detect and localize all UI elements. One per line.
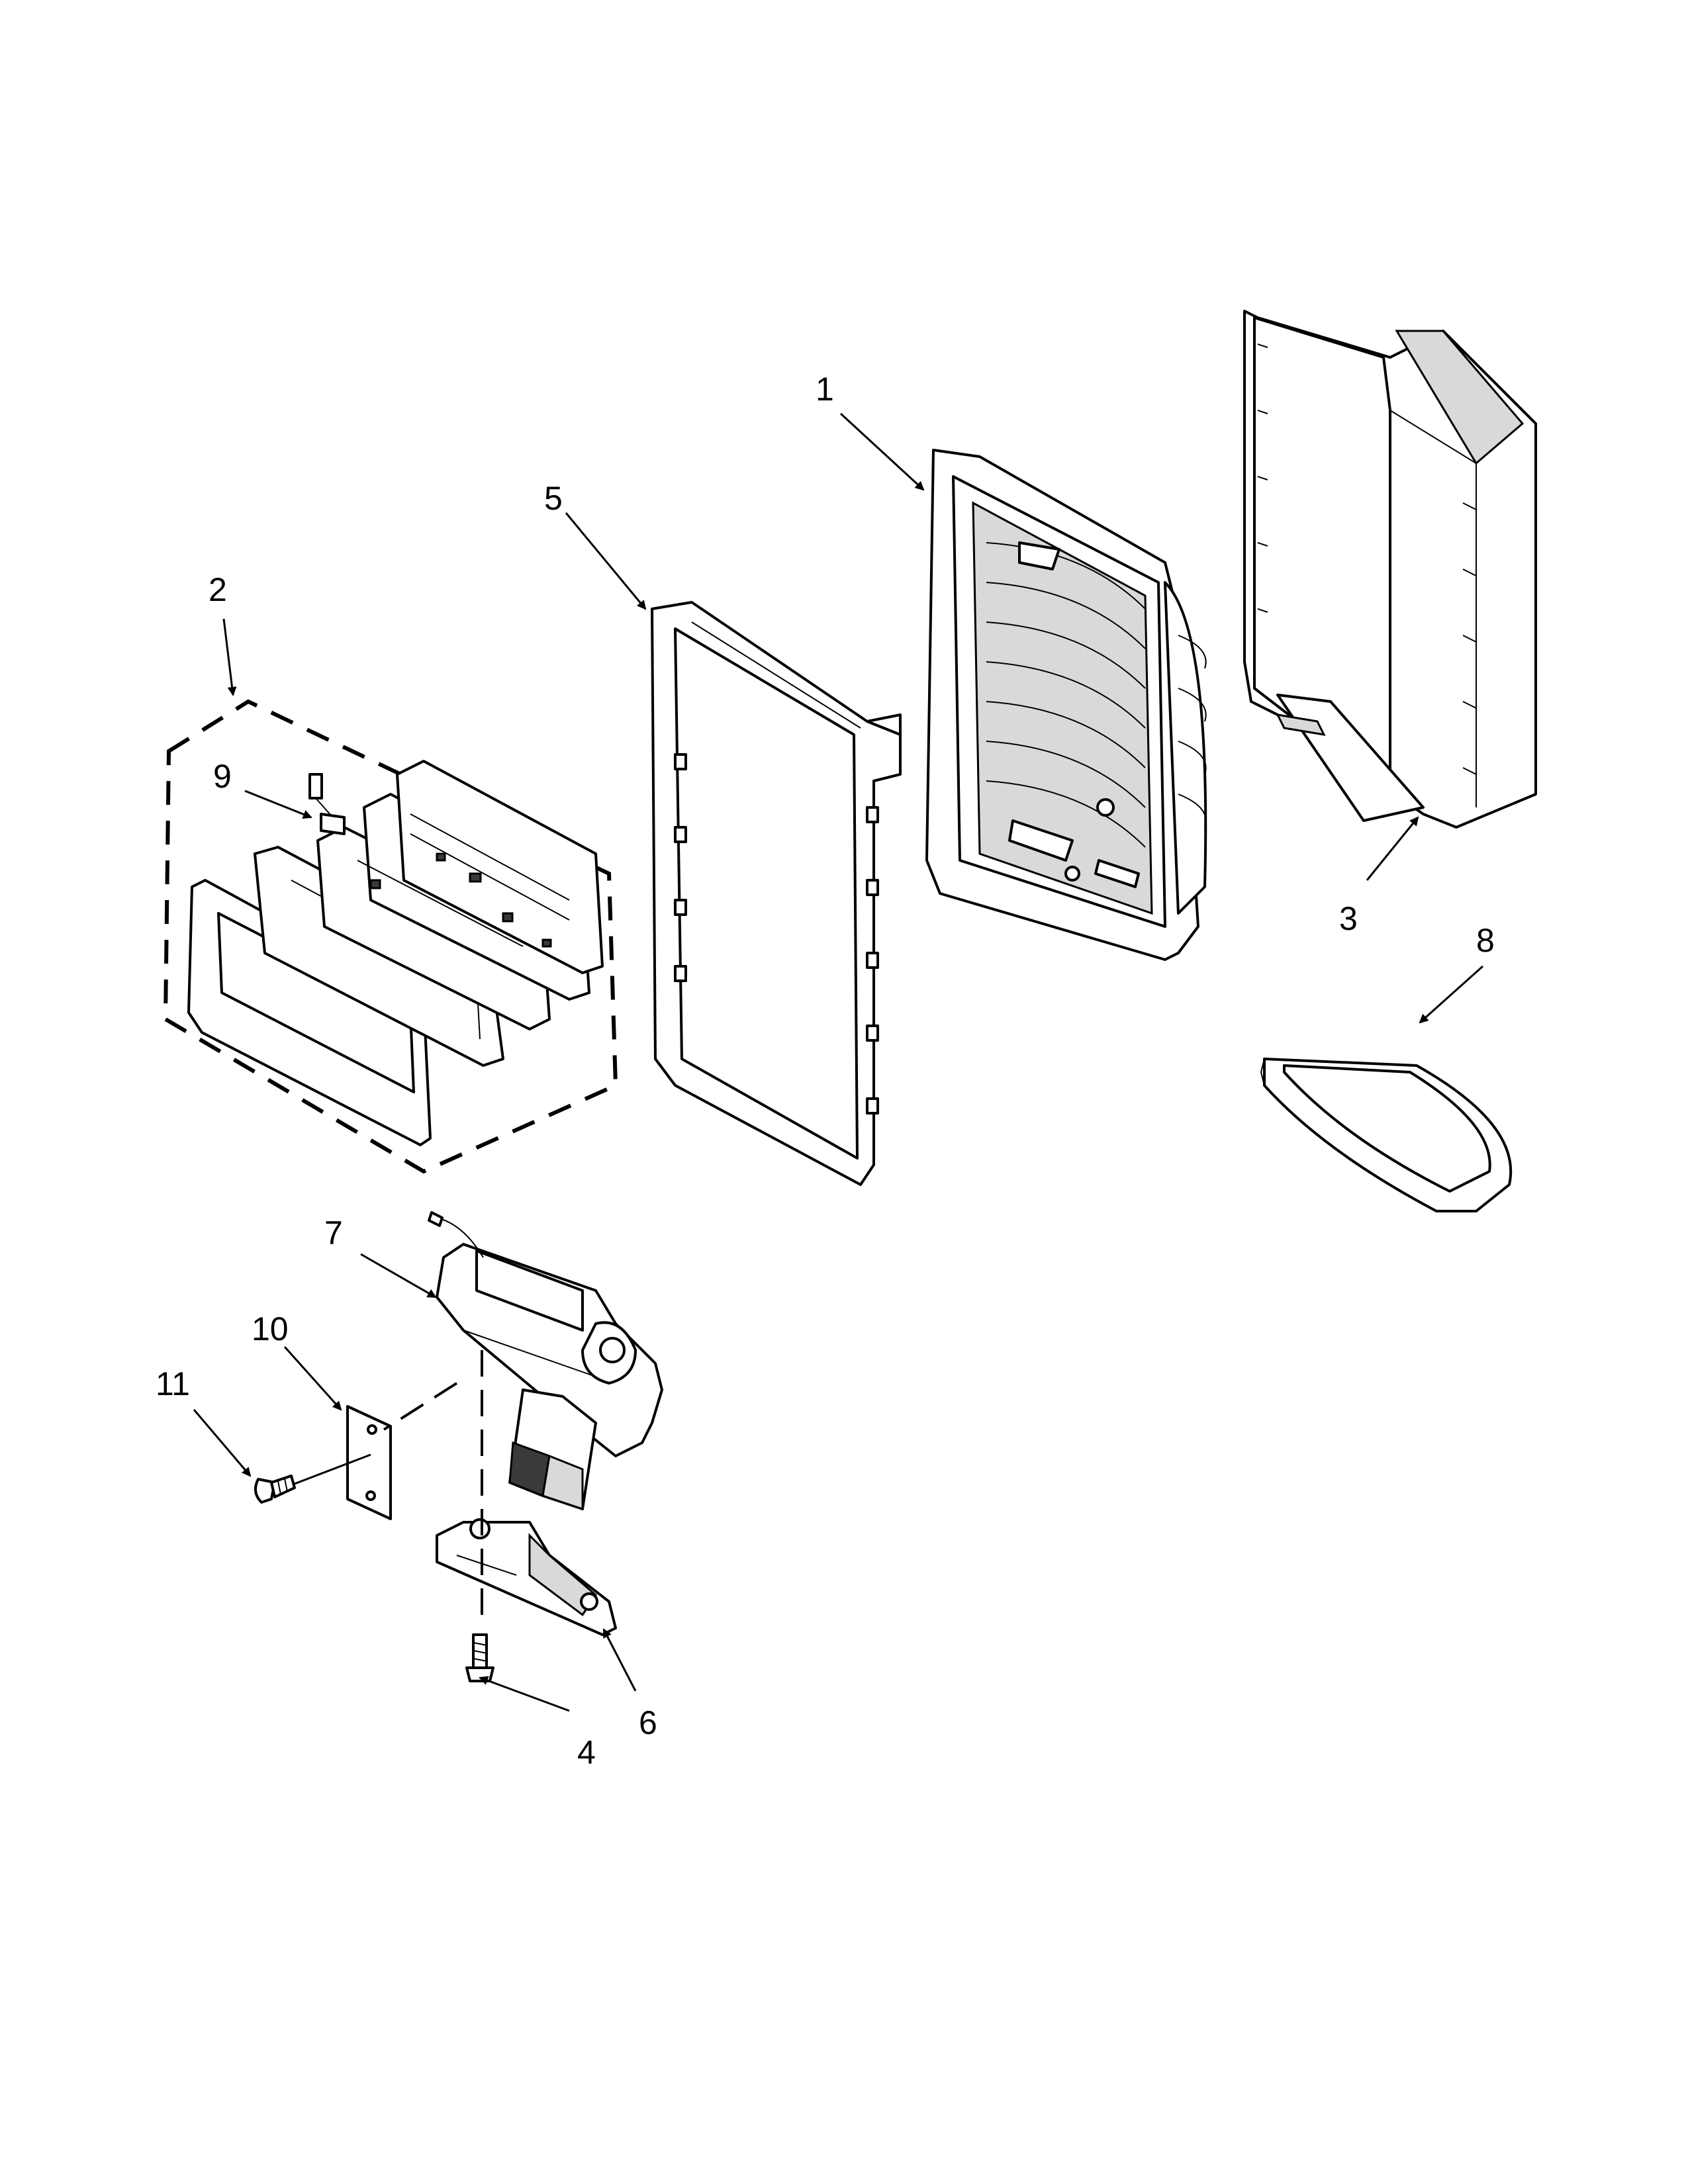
leader-lines: [193, 412, 1484, 1712]
part-5-trim-frame: [651, 601, 902, 1186]
part-6-base-plate: [436, 1518, 617, 1636]
callout-4: 4: [577, 1734, 596, 1771]
leader-1: [839, 412, 925, 491]
callout-labels: 1 2 3 4 5 6 7 8 9 10 11: [156, 371, 1495, 1771]
assembly-axis-plate: [383, 1382, 458, 1431]
callout-3: 3: [1339, 900, 1358, 937]
part-10-plate: [346, 1405, 392, 1520]
leader-5: [565, 512, 647, 610]
part-4-screw: [465, 1633, 494, 1682]
part-7-actuator-housing: [428, 1211, 663, 1511]
callout-5: 5: [544, 480, 563, 517]
callout-8: 8: [1476, 922, 1495, 959]
part-1-dispenser-housing: [925, 449, 1207, 961]
part-2-control-assembly: [163, 699, 618, 1174]
leader-10: [283, 1345, 342, 1411]
leader-2: [222, 618, 237, 696]
callout-7: 7: [324, 1214, 343, 1251]
leader-4: [479, 1676, 570, 1712]
callout-1: 1: [816, 371, 834, 408]
callout-6: 6: [639, 1704, 657, 1741]
part-11-screw: [254, 1475, 296, 1504]
leader-3: [1366, 816, 1419, 881]
leader-9: [244, 790, 312, 819]
callout-9: 9: [213, 758, 232, 795]
callout-2: 2: [209, 571, 227, 608]
part-8-drip-tray: [1260, 1058, 1513, 1212]
screw-axis-line: [294, 1453, 371, 1485]
callout-11: 11: [156, 1365, 190, 1402]
leader-11: [193, 1409, 252, 1477]
callout-10: 10: [252, 1310, 289, 1347]
leader-8: [1419, 965, 1484, 1024]
leader-6: [602, 1628, 637, 1692]
part-9-connector: [308, 773, 346, 835]
part-3-bin-housing: [1243, 310, 1537, 829]
leader-7: [360, 1253, 437, 1298]
